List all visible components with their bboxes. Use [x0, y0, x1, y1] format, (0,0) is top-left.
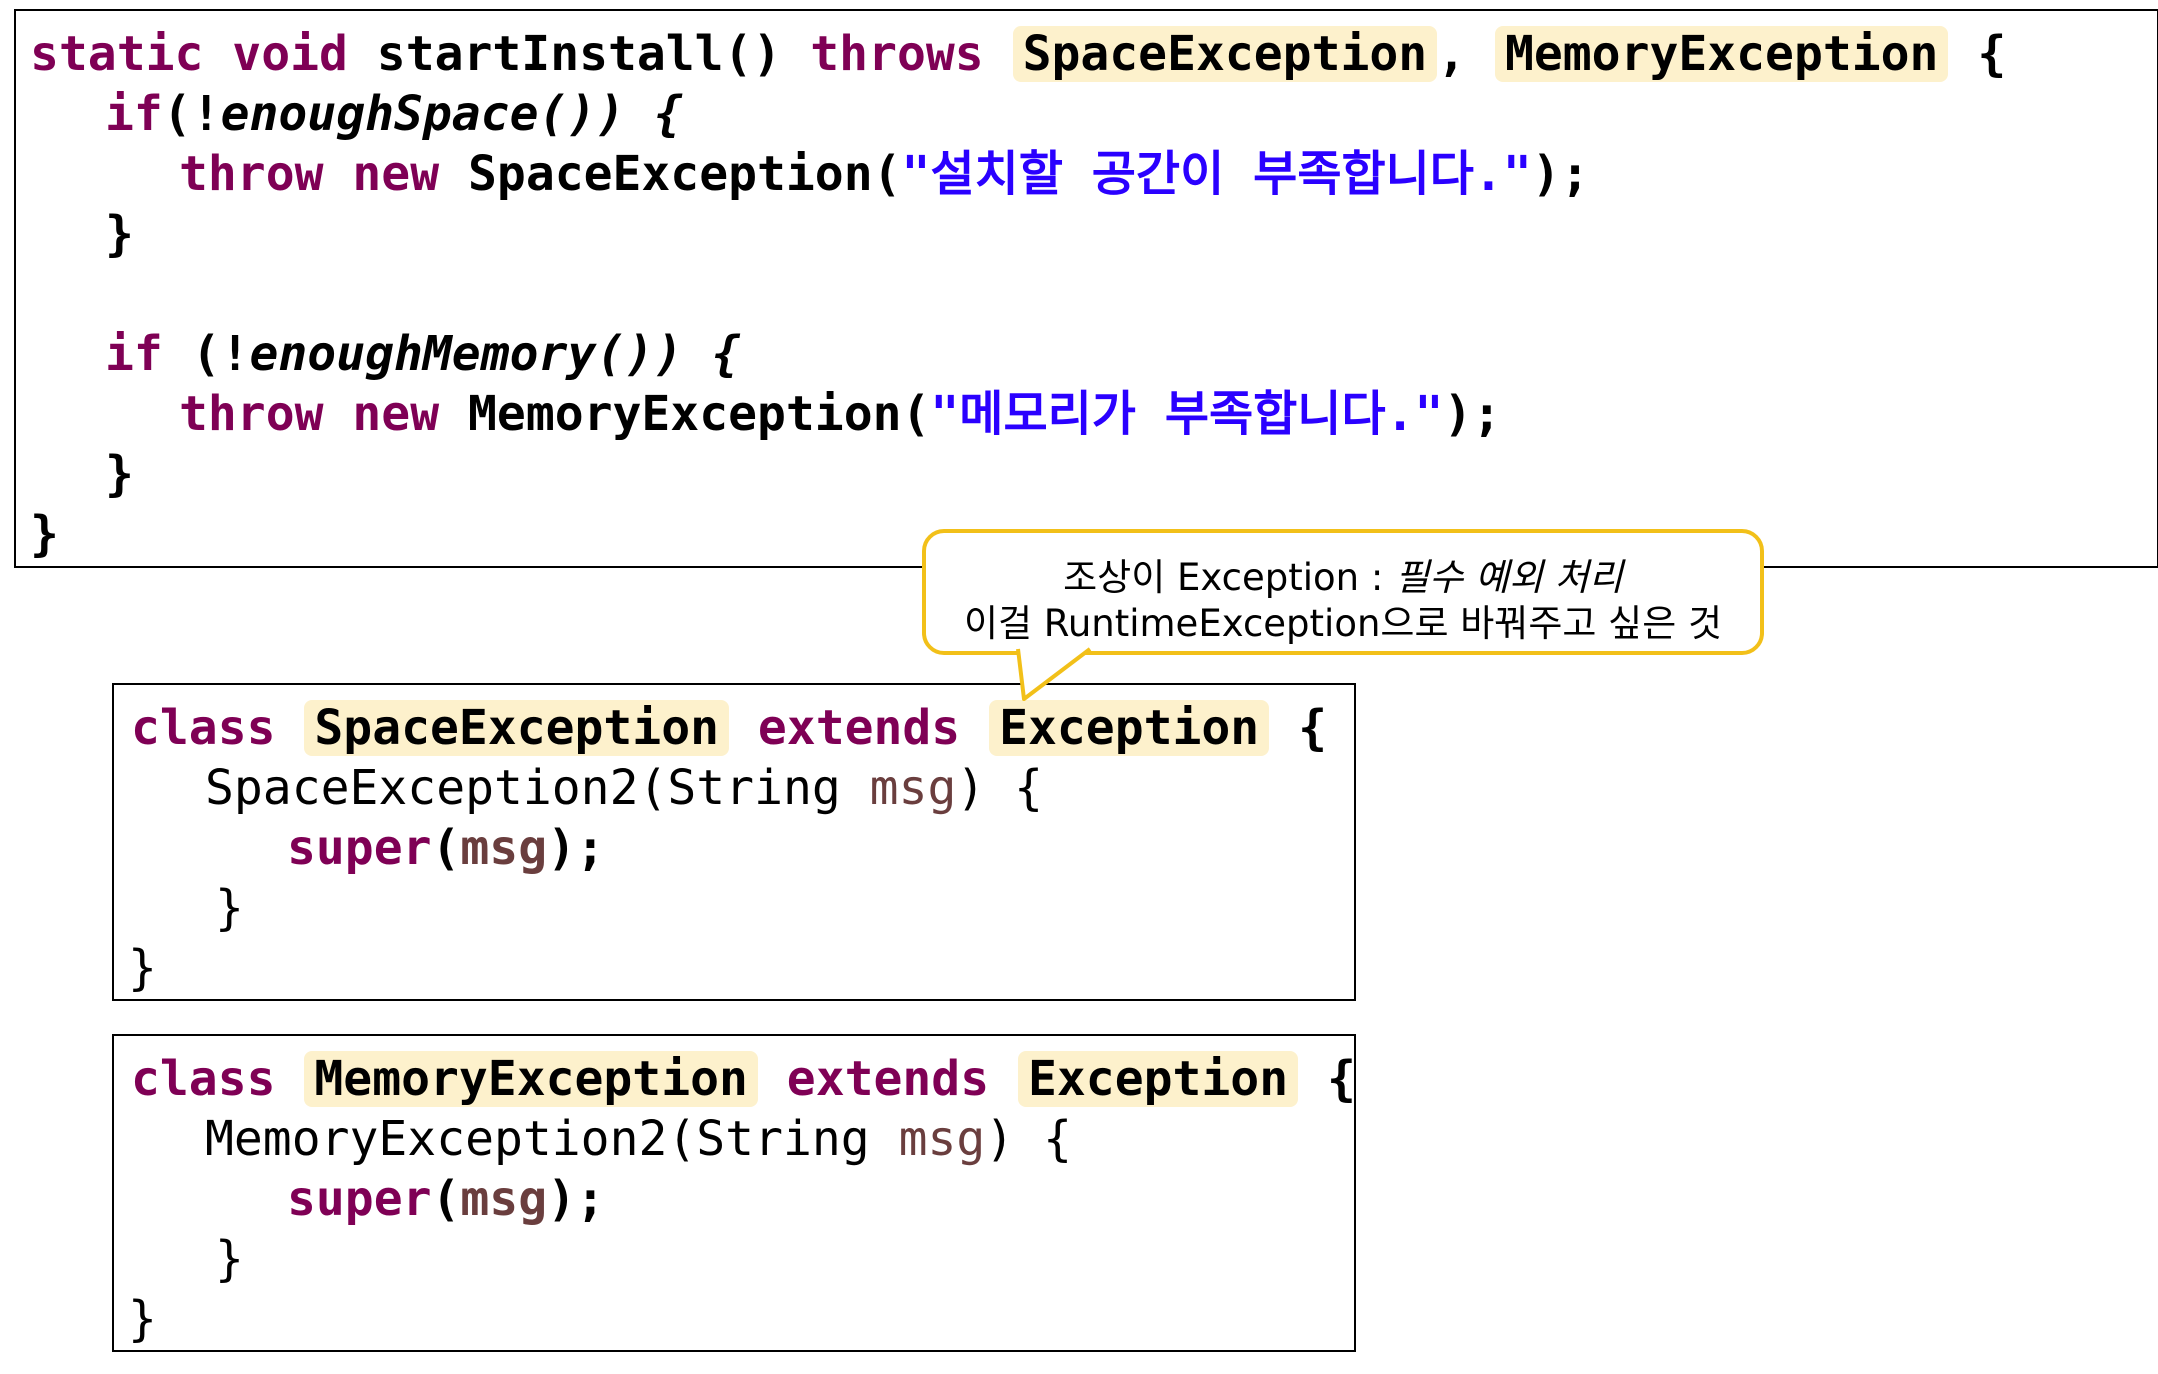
- keyword-super: super: [287, 1171, 432, 1227]
- open-brace: {: [1327, 1051, 1356, 1107]
- enough-space-call: enoughSpace()) {: [220, 86, 683, 142]
- throw-memory-exception-line: throw new MemoryException("메모리가 부족합니다.")…: [179, 384, 1501, 444]
- method-signature-line: static void startInstall() throws SpaceE…: [30, 24, 2006, 84]
- close-brace: }: [30, 506, 59, 562]
- keyword-class: class: [131, 700, 276, 756]
- close-brace: }: [128, 1291, 157, 1347]
- class-declaration-line: class SpaceException extends Exception {: [131, 698, 1327, 758]
- keyword-extends: extends: [786, 1051, 990, 1107]
- close-brace: }: [215, 1231, 244, 1287]
- callout-line-1: 조상이 Exception : 필수 예외 처리: [926, 547, 1760, 601]
- memory-message-string: "메모리가 부족합니다.": [930, 386, 1444, 442]
- callout-ancestor-text: 조상이 Exception :: [1063, 556, 1396, 599]
- keyword-new: new: [352, 146, 440, 202]
- constructor-end: ) {: [985, 1111, 1072, 1167]
- close-brace: }: [128, 940, 157, 996]
- super-call-line: super(msg);: [287, 818, 605, 878]
- memory-exception-ctor: MemoryException(: [468, 386, 931, 442]
- super-arg-msg: msg: [460, 820, 548, 876]
- callout-required-text: 필수 예외 처리: [1395, 556, 1623, 599]
- super-arg-msg: msg: [460, 1171, 548, 1227]
- keyword-class: class: [131, 1051, 276, 1107]
- not-operator: (!: [162, 86, 221, 142]
- constructor-signature: SpaceException2(String: [205, 760, 870, 816]
- close-brace: }: [215, 880, 244, 936]
- constructor-line: MemoryException2(String msg) {: [205, 1109, 1072, 1169]
- class-declaration-line: class MemoryException extends Exception …: [131, 1049, 1356, 1109]
- highlight-memory-exception: MemoryException: [1494, 26, 1949, 82]
- throw-space-exception-line: throw new SpaceException("설치할 공간이 부족합니다.…: [179, 144, 1590, 204]
- highlight-class-name: SpaceException: [304, 700, 729, 756]
- keyword-throw: throw: [179, 386, 324, 442]
- statement-end: );: [547, 1171, 605, 1227]
- close-brace: }: [105, 206, 134, 262]
- start-install-code-block: static void startInstall() throws SpaceE…: [14, 9, 2158, 568]
- statement-end: );: [1531, 146, 1590, 202]
- keyword-throw: throw: [179, 146, 324, 202]
- param-msg: msg: [869, 760, 957, 816]
- comma: ,: [1437, 26, 1467, 82]
- highlight-space-exception: SpaceException: [1012, 26, 1438, 82]
- constructor-line: SpaceException2(String msg) {: [205, 758, 1043, 818]
- enough-memory-call: enoughMemory()) {: [249, 326, 741, 382]
- paren-open: (: [431, 820, 461, 876]
- space-message-string: "설치할 공간이 부족합니다.": [901, 146, 1532, 202]
- method-name: startInstall(): [376, 26, 782, 82]
- if-enough-space-line: if(!enoughSpace()) {: [105, 84, 683, 144]
- constructor-end: ) {: [956, 760, 1044, 816]
- memory-exception-class-block: class MemoryException extends Exception …: [112, 1034, 1356, 1352]
- open-brace: {: [1298, 700, 1327, 756]
- param-msg: msg: [898, 1111, 986, 1167]
- callout-line-2: 이걸 RuntimeException으로 바꿔주고 싶은 것: [963, 602, 1723, 645]
- callout-pointer: [1016, 647, 1092, 701]
- super-call-line: super(msg);: [287, 1169, 605, 1229]
- keyword-new: new: [352, 386, 440, 442]
- keyword-throws: throws: [810, 26, 984, 82]
- keyword-if: if: [105, 326, 163, 382]
- callout-note: 조상이 Exception : 필수 예외 처리 이걸 RuntimeExcep…: [922, 529, 1764, 655]
- highlight-class-name: MemoryException: [304, 1051, 758, 1107]
- not-operator: (!: [162, 326, 250, 382]
- highlight-parent-class: Exception: [1018, 1051, 1299, 1107]
- keyword-static: static: [30, 26, 204, 82]
- keyword-extends: extends: [757, 700, 961, 756]
- open-brace: {: [1977, 26, 2007, 82]
- close-brace: }: [105, 446, 134, 502]
- space-exception-class-block: class SpaceException extends Exception {…: [112, 683, 1356, 1001]
- constructor-signature: MemoryException2(String: [205, 1111, 899, 1167]
- paren-open: (: [431, 1171, 461, 1227]
- keyword-void: void: [232, 26, 348, 82]
- keyword-super: super: [287, 820, 432, 876]
- statement-end: );: [1443, 386, 1502, 442]
- space-exception-ctor: SpaceException(: [468, 146, 902, 202]
- highlight-parent-class: Exception: [989, 700, 1270, 756]
- keyword-if: if: [105, 86, 163, 142]
- statement-end: );: [547, 820, 605, 876]
- if-enough-memory-line: if (!enoughMemory()) {: [105, 324, 741, 384]
